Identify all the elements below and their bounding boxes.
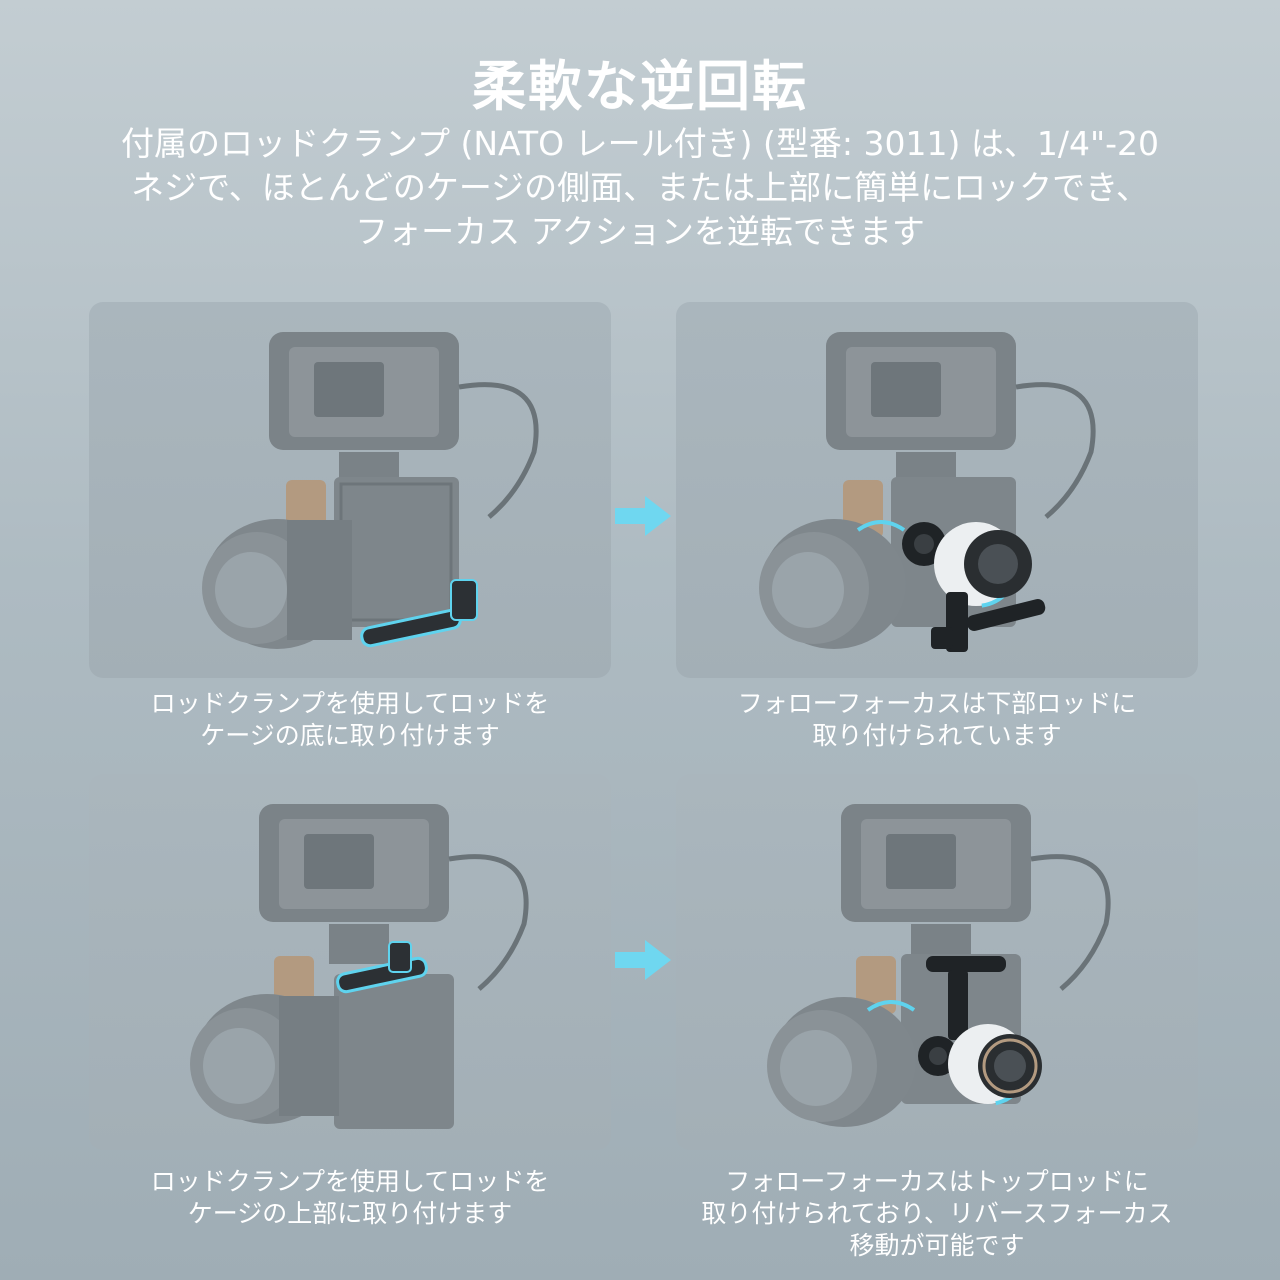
step-1-caption: ロッドクランプを使用してロッドを ケージの底に取り付けます (70, 688, 630, 752)
caption-line: フォローフォーカスはトップロッドに (725, 1167, 1149, 1196)
description-line: ネジで、ほとんどのケージの側面、または上部に簡単にロックでき、 (131, 168, 1149, 207)
step-1-image-panel (89, 302, 611, 678)
step-3-image-panel (89, 774, 611, 1150)
camera-rig-image (202, 332, 539, 649)
step-4-image-panel (676, 774, 1198, 1150)
description-line: 付属のロッドクランプ (NATO レール付き) (型番: 3011) は、1/4… (120, 124, 1160, 163)
camera-rig-image (759, 332, 1096, 652)
description-line: フォーカス アクションを逆転できます (355, 212, 925, 251)
caption-line: 移動が可能です (849, 1231, 1025, 1260)
step-2-image-panel (676, 302, 1198, 678)
page-title: 柔軟な逆回転 (472, 55, 808, 118)
caption-line: ロッドクランプを使用してロッドを (150, 1167, 550, 1196)
step-2-caption: フォローフォーカスは下部ロッドに 取り付けられています (657, 688, 1217, 752)
camera-rig-image (190, 804, 529, 1129)
camera-rig-image (767, 804, 1111, 1127)
caption-line: 取り付けられています (812, 721, 1062, 750)
step-3-caption: ロッドクランプを使用してロッドを ケージの上部に取り付けます (70, 1166, 630, 1230)
right-arrow-icon (615, 940, 671, 980)
caption-line: ケージの底に取り付けます (200, 721, 500, 750)
caption-line: フォローフォーカスは下部ロッドに (737, 689, 1137, 718)
caption-line: ロッドクランプを使用してロッドを (150, 689, 550, 718)
right-arrow-icon (615, 496, 671, 536)
caption-line: 取り付けられており、リバースフォーカス (701, 1199, 1173, 1228)
caption-line: ケージの上部に取り付けます (187, 1199, 513, 1228)
step-4-caption: フォローフォーカスはトップロッドに 取り付けられており、リバースフォーカス 移動… (657, 1166, 1217, 1262)
description: 付属のロッドクランプ (NATO レール付き) (型番: 3011) は、1/4… (30, 122, 1250, 254)
